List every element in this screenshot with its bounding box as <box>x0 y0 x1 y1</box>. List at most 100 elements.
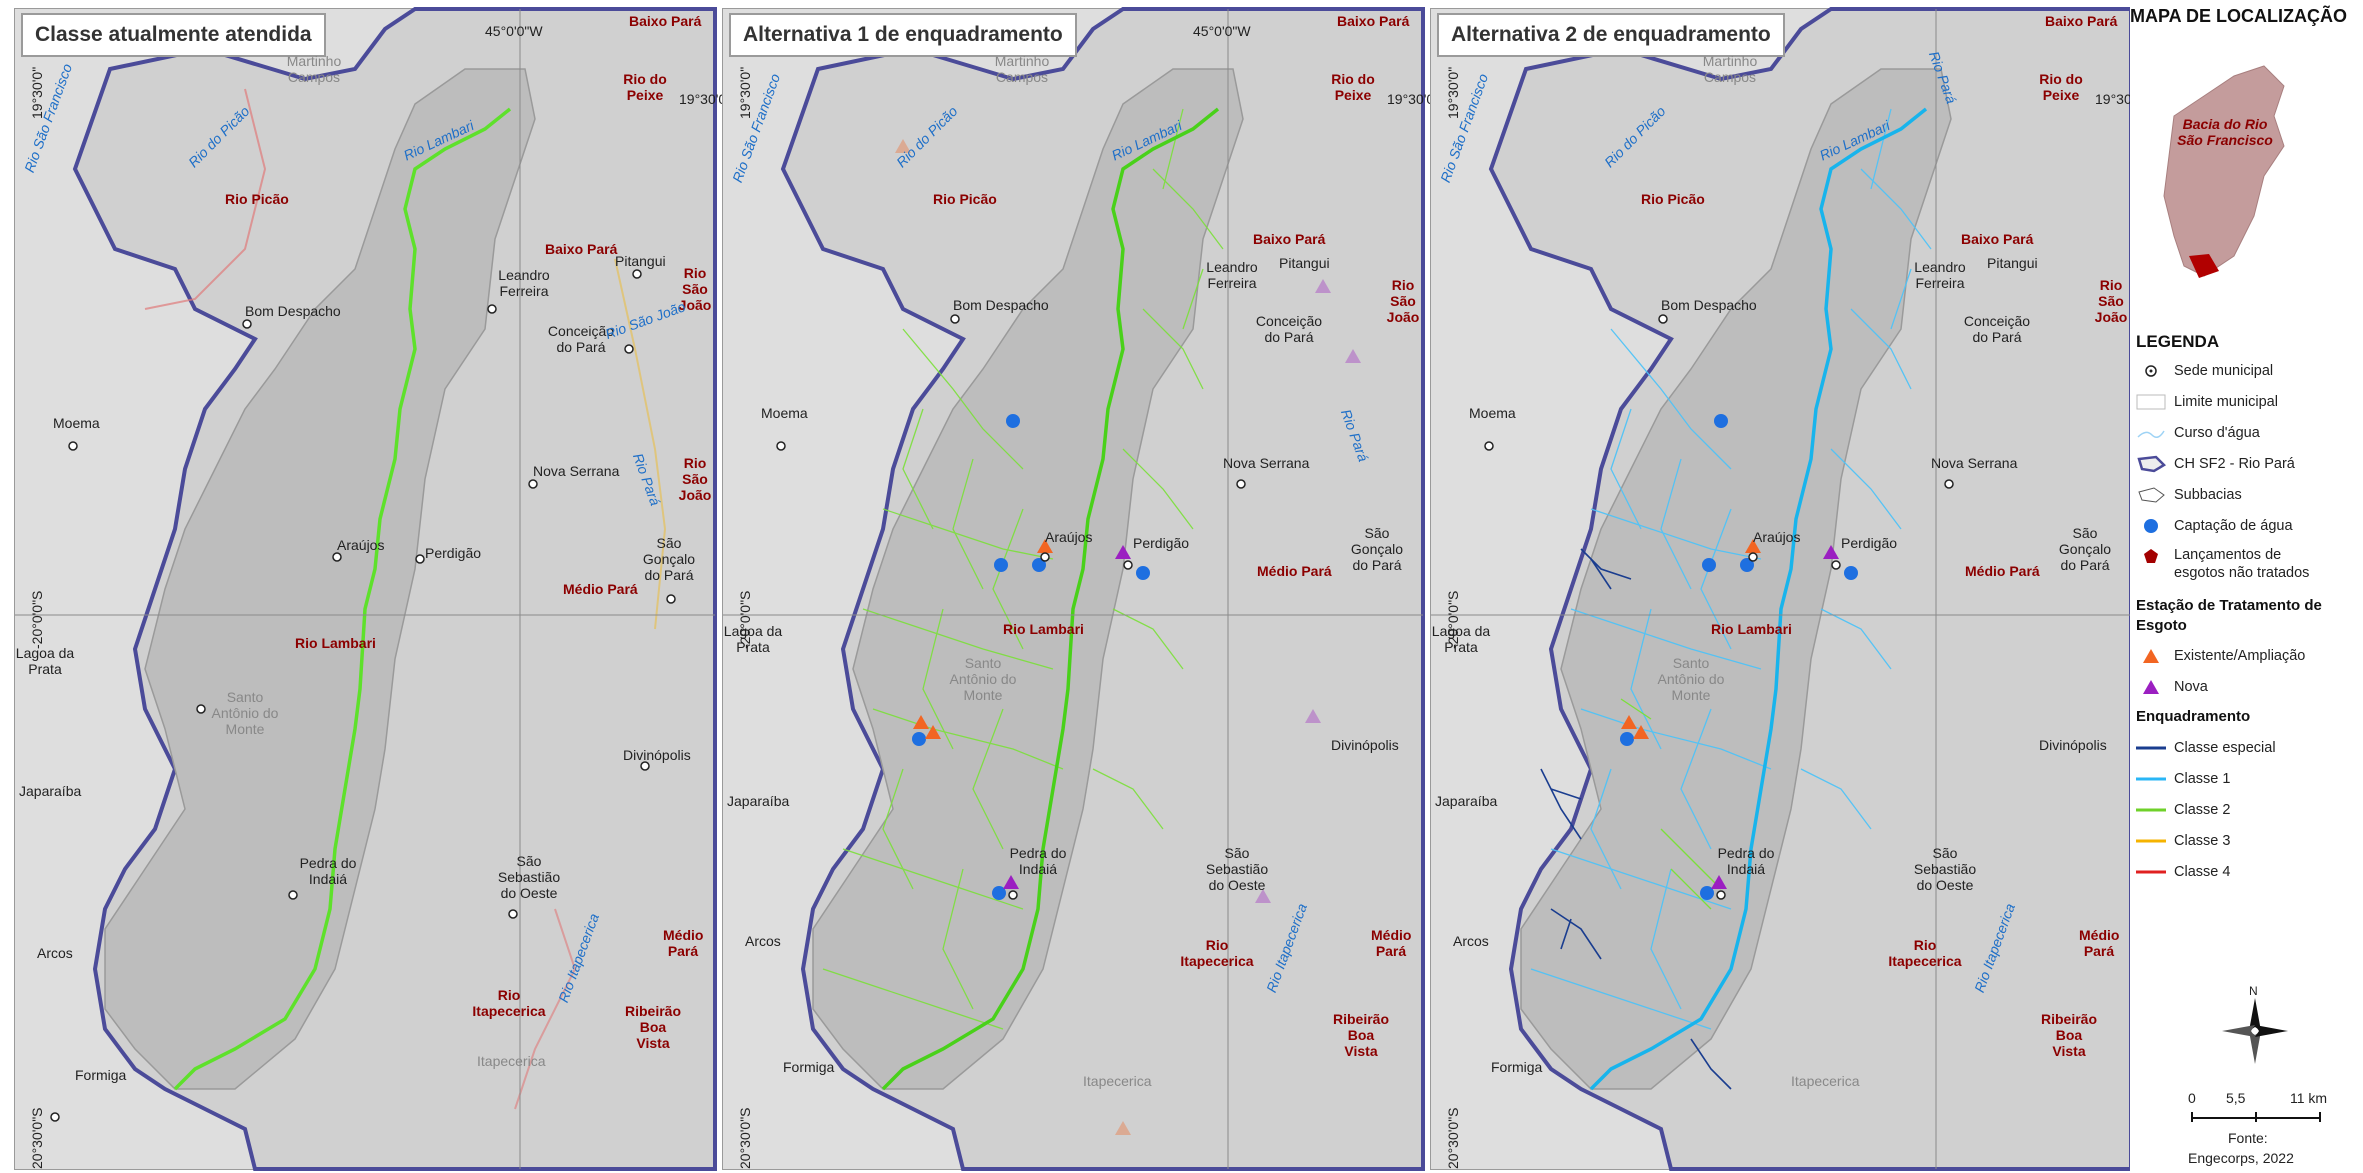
class2-network <box>822 108 1224 1030</box>
basin-rio-sao-joao: Rio São João <box>2094 277 2128 325</box>
class-line-icon <box>2136 831 2166 851</box>
basin-medio-para: Médio Pará <box>563 581 638 597</box>
class-line-icon <box>2136 738 2166 758</box>
place-sao-sebastiao: São Sebastião do Oeste <box>1205 845 1269 893</box>
place-santo-antonio: Santo Antônio do Monte <box>949 655 1017 703</box>
place-itapecerica: Itapecerica <box>1083 1073 1152 1089</box>
basin-rio-lambari: Rio Lambari <box>1711 621 1792 637</box>
legend-item-curso: Curso d'água <box>2136 422 2260 444</box>
place-perdigao: Perdigão <box>425 545 482 561</box>
basin-ribeirao-boa-vista: Ribeirão Boa Vista <box>2040 1011 2097 1059</box>
place-formiga: Formiga <box>1491 1059 1543 1075</box>
special-class-network <box>1540 548 1732 1090</box>
place-moema: Moema <box>53 415 100 431</box>
place-sao-sebastiao: São Sebastião do Oeste <box>497 853 561 901</box>
legend-item-subbacias: Subbacias <box>2136 484 2242 506</box>
place-martinho-campos: Martinho Campos <box>286 53 342 85</box>
lon-label: 45°0'0"W <box>1193 23 1251 39</box>
subbasin-icon <box>2136 485 2166 505</box>
place-martinho-campos: Martinho Campos <box>994 53 1050 85</box>
legend-label: Existente/Ampliação <box>2174 648 2306 664</box>
municipal-limit-icon <box>2136 392 2166 412</box>
legend-class-1: Classe 1 <box>2136 768 2230 790</box>
legend-item-existente: Existente/Ampliação <box>2136 645 2305 667</box>
lat-label-2: -20°0'0"S <box>29 590 45 649</box>
legend-label: Classe 1 <box>2174 771 2231 787</box>
basin-outline-icon <box>2136 454 2167 474</box>
basin-rio-itapecerica: Rio Itapecerica <box>472 987 546 1019</box>
basin-rio-sao-joao-1: Rio São João <box>678 265 712 313</box>
legend-label: Curso d'água <box>2174 425 2260 441</box>
north-label: N <box>2249 984 2258 998</box>
place-divinopolis: Divinópolis <box>623 747 691 763</box>
place-araujos: Araújos <box>1753 529 1801 545</box>
basin-ribeirao-boa-vista: Ribeirão Boa Vista <box>1332 1011 1389 1059</box>
place-lagoa-prata: Lagoa da Prata <box>15 645 75 677</box>
place-sao-goncalo: São Gonçalo do Pará <box>1350 525 1404 573</box>
legend-item-lancamentos: Lançamentos de esgotos não tratados <box>2136 546 2334 586</box>
legend-item-captacao: Captação de água <box>2136 515 2293 537</box>
scale-label-mid: 5,5 <box>2226 1090 2246 1106</box>
place-araujos: Araújos <box>337 537 385 553</box>
place-araujos: Araújos <box>1045 529 1093 545</box>
lambari-river-class <box>173 107 512 1091</box>
place-leandro-ferreira: Leandro Ferreira <box>1914 259 1966 291</box>
scale-label-0: 0 <box>2188 1090 2196 1106</box>
legend-item-ch: CH SF2 - Rio Pará <box>2136 453 2295 475</box>
legend-label: Lançamentos de esgotos não tratados <box>2174 547 2310 581</box>
place-bom-despacho: Bom Despacho <box>1661 297 1757 313</box>
stream-line-icon <box>2136 423 2166 443</box>
place-itapecerica: Itapecerica <box>477 1053 546 1069</box>
lat-label-1: 19°30'0" <box>1445 66 1461 119</box>
basin-rio-do-peixe: Rio do Peixe <box>2039 71 2083 103</box>
basin-medio-para-2: Médio Pará <box>2079 927 2120 959</box>
water-intake-icon <box>2136 516 2166 536</box>
legend-label: Subbacias <box>2174 487 2242 503</box>
basin-baixo-para: Baixo Pará <box>1253 231 1326 247</box>
panel-title: Classe atualmente atendida <box>21 13 326 57</box>
legend-class-especial: Classe especial <box>2136 737 2276 759</box>
legend-sidebar: MAPA DE LOCALIZAÇÃO Bacia do Rio São Fra… <box>2130 0 2363 1173</box>
legend-label: Classe 4 <box>2174 864 2231 880</box>
panel-title: Alternativa 1 de enquadramento <box>729 13 1077 57</box>
place-sao-goncalo: São Gonçalo do Pará <box>642 535 696 583</box>
basin-rio-picao: Rio Picão <box>225 191 289 207</box>
place-moema: Moema <box>761 405 808 421</box>
class-line-icon <box>2136 800 2166 820</box>
panel-title: Alternativa 2 de enquadramento <box>1437 13 1785 57</box>
basin-baixo-para-top: Baixo Pará <box>1337 13 1410 29</box>
basin-rio-do-peixe: Rio do Peixe <box>1331 71 1375 103</box>
legend-label: Classe 3 <box>2174 833 2231 849</box>
place-bom-despacho: Bom Despacho <box>245 303 341 319</box>
place-itapecerica: Itapecerica <box>1791 1073 1860 1089</box>
place-lagoa-prata: Lagoa da Prata <box>1431 623 1491 655</box>
legend-item-nova: Nova <box>2136 676 2208 698</box>
source-value: Engecorps, 2022 <box>2188 1150 2294 1166</box>
triangle-orange-icon <box>2136 646 2166 666</box>
basin-ribeirao-boa-vista: Ribeirão Boa Vista <box>624 1003 681 1051</box>
place-arcos: Arcos <box>37 945 73 961</box>
legend-class-3: Classe 3 <box>2136 830 2230 852</box>
place-japaraiba: Japaraíba <box>727 793 790 809</box>
basin-rio-itapecerica: Rio Itapecerica <box>1888 937 1962 969</box>
legend-item-sede: Sede municipal <box>2136 360 2273 382</box>
place-sao-goncalo: São Gonçalo do Pará <box>2058 525 2112 573</box>
place-santo-antonio: Santo Antônio do Monte <box>211 689 279 737</box>
place-conceicao: Conceição do Pará <box>547 323 615 355</box>
place-moema: Moema <box>1469 405 1516 421</box>
class-line-icon <box>2136 769 2166 789</box>
place-japaraiba: Japaraíba <box>19 783 82 799</box>
class2-patch <box>1620 698 1722 910</box>
legend-class-4: Classe 4 <box>2136 861 2230 883</box>
locator-label: Bacia do Rio São Francisco <box>2177 116 2273 148</box>
basin-baixo-para: Baixo Pará <box>545 241 618 257</box>
lat-label-1: 19°30'0" <box>737 66 753 119</box>
basin-medio-para-2: Médio Pará <box>663 927 704 959</box>
place-leandro-ferreira: Leandro Ferreira <box>1206 259 1258 291</box>
place-santo-antonio: Santo Antônio do Monte <box>1657 655 1725 703</box>
north-arrow-icon <box>2222 998 2288 1064</box>
basin-medio-para-2: Médio Pará <box>1371 927 1412 959</box>
map-panel-alt2: Alternativa 2 de enquadramento 19°30'0" … <box>1430 7 2157 1171</box>
place-leandro-ferreira: Leandro Ferreira <box>498 267 550 299</box>
legend-label: Sede municipal <box>2174 363 2274 379</box>
